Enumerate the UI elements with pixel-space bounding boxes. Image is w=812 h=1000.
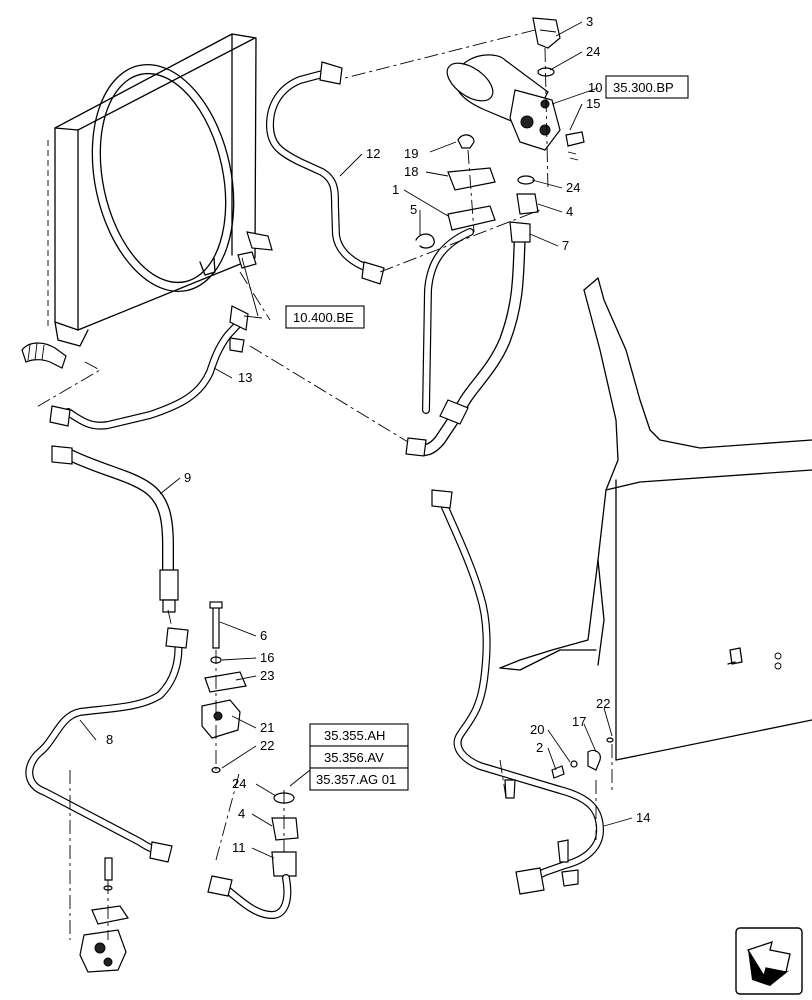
leader-lines (79, 21, 633, 859)
clamp-parts (415, 134, 496, 249)
callout-13: 13 (238, 370, 252, 385)
callout-20: 20 (530, 722, 544, 737)
callout-10: 10 (588, 80, 602, 95)
callout-17: 17 (572, 714, 586, 729)
callout-9: 9 (184, 470, 191, 485)
callout-16: 16 (260, 650, 274, 665)
hose-7 (405, 221, 531, 457)
callout-21: 21 (260, 720, 274, 735)
callout-4: 4 (566, 204, 573, 219)
callout-11: 11 (232, 840, 246, 855)
callout-4: 4 (238, 806, 245, 821)
callout-8: 8 (106, 732, 113, 747)
next-page-arrow-icon[interactable] (735, 927, 803, 995)
pipe-14 (431, 489, 604, 895)
drain-tube (422, 228, 474, 414)
callout-12: 12 (366, 146, 380, 161)
callout-24: 24 (566, 180, 580, 195)
callout-22: 22 (596, 696, 610, 711)
cooler-shroud (47, 33, 273, 347)
lower-bracket (79, 857, 129, 973)
callout-5: 5 (410, 202, 417, 217)
clamp-hardware (551, 737, 614, 779)
reference-35-356-av[interactable]: 35.356.AV (324, 750, 384, 765)
filter-assembly-10 (446, 17, 585, 215)
mounting-hardware (201, 601, 247, 774)
assembly-centerlines (34, 29, 613, 940)
callout-24: 24 (232, 776, 246, 791)
callout-24: 24 (586, 44, 600, 59)
lower-fittings (207, 792, 299, 919)
chassis-panel (499, 277, 812, 761)
callout-19: 19 (404, 146, 418, 161)
callout-22: 22 (260, 738, 274, 753)
pipe-13 (49, 305, 249, 430)
reference-box-left[interactable]: 10.400.BE (285, 305, 365, 329)
callout-23: 23 (260, 668, 274, 683)
callout-15: 15 (586, 96, 600, 111)
pipe-12 (266, 61, 385, 285)
reference-35-357-ag-01[interactable]: 35.357.AG 01 (316, 772, 396, 787)
callout-6: 6 (260, 628, 267, 643)
callout-18: 18 (404, 164, 418, 179)
callout-1: 1 (392, 182, 399, 197)
reference-35-300-bp[interactable]: 35.300.BP (613, 80, 674, 95)
callout-labels: 3 24 10 15 12 19 18 1 5 24 4 7 13 9 6 16… (106, 14, 650, 855)
reference-box-top[interactable]: 35.300.BP (605, 75, 689, 99)
callout-3: 3 (586, 14, 593, 29)
reference-box-stack[interactable]: 35.355.AH 35.356.AV 35.357.AG 01 (309, 723, 409, 791)
reference-10-400-be[interactable]: 10.400.BE (293, 310, 354, 325)
pipe-8 (25, 627, 189, 863)
reference-35-355-ah[interactable]: 35.355.AH (324, 728, 385, 743)
callout-14: 14 (636, 810, 650, 825)
hose-9 (51, 445, 179, 613)
elbow-fitting-left (21, 342, 67, 369)
callout-2: 2 (536, 740, 543, 755)
callout-7: 7 (562, 238, 569, 253)
